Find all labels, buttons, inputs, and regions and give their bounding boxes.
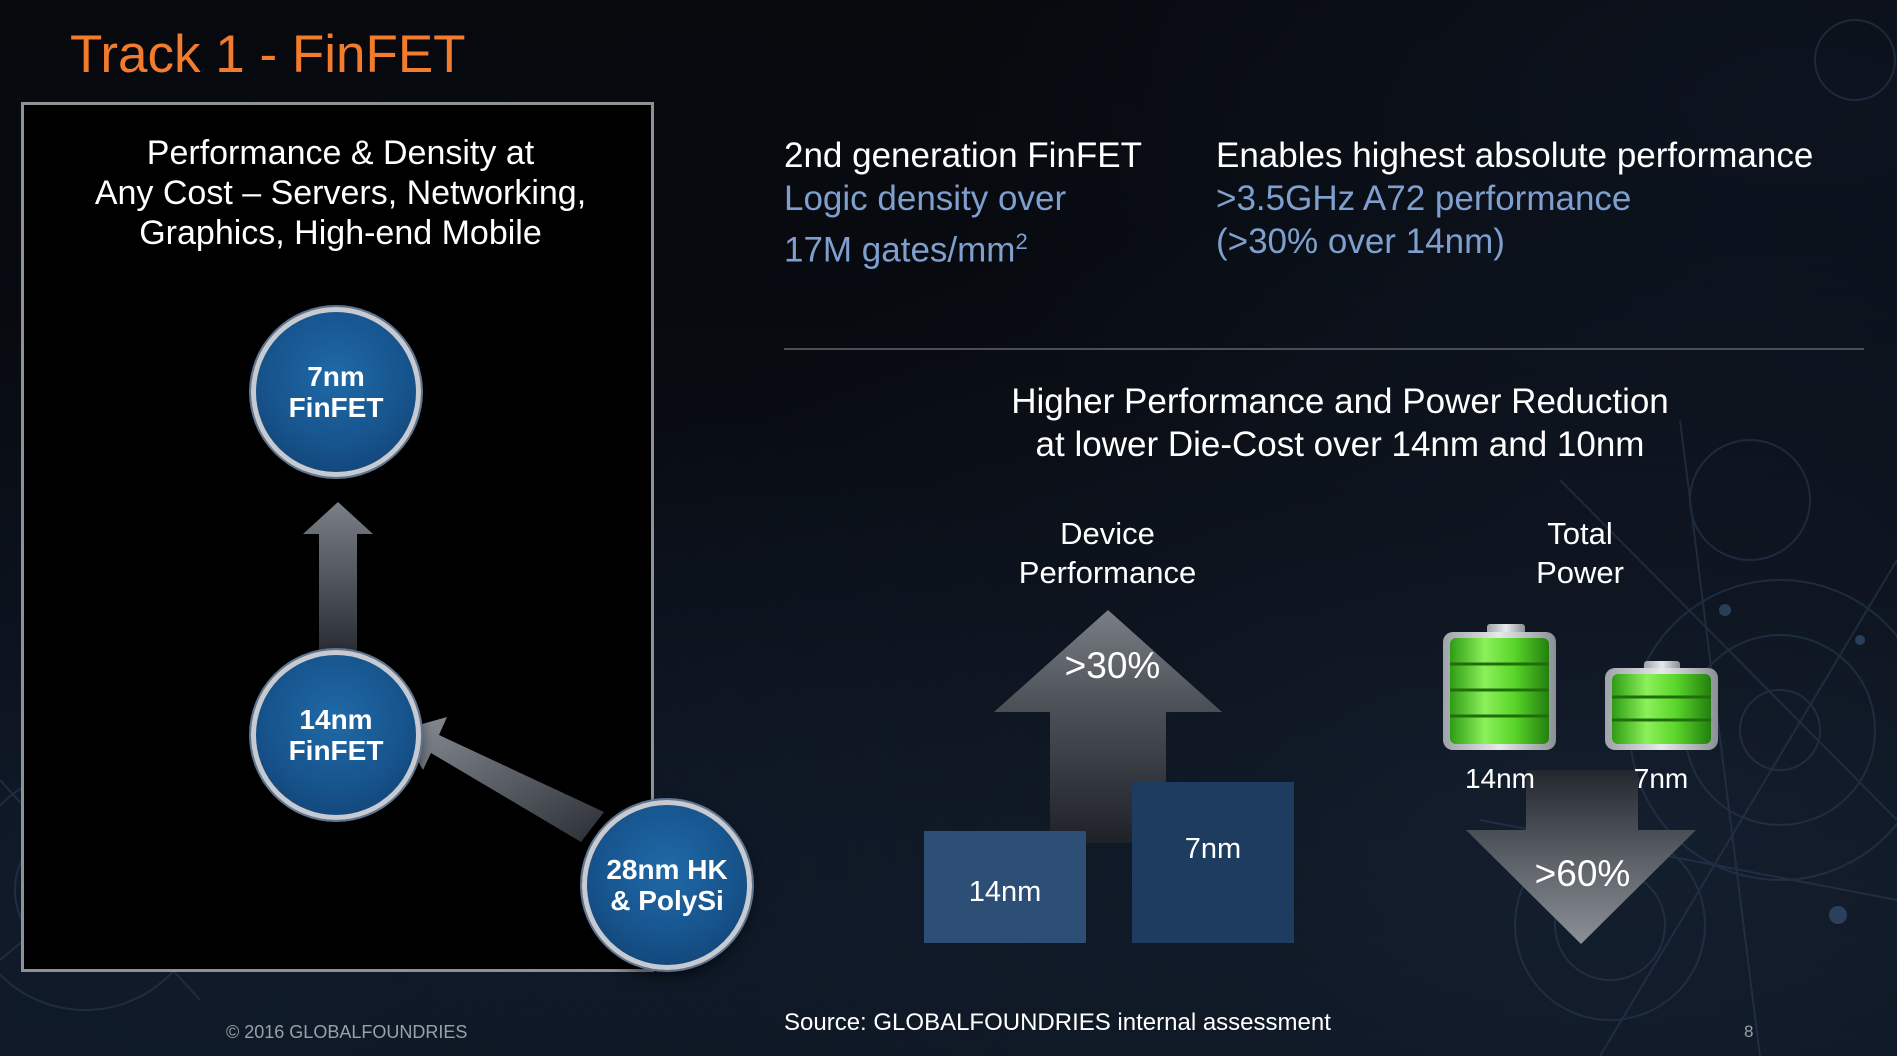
node-28nm-hk-polysi: 28nm HK & PolySi [582, 800, 752, 970]
panel-heading-line: Performance & Density at [146, 134, 535, 172]
node-label: 7nm [307, 361, 365, 392]
total-power-label: Total Power [1500, 514, 1660, 592]
battery-14nm-label: 14nm [1464, 763, 1536, 794]
page-number: 8 [1744, 1022, 1754, 1041]
bar-14nm: 14nm [924, 831, 1086, 943]
density-line1: Logic density over [784, 179, 1067, 218]
performance-stat: Enables highest absolute performance >3.… [1216, 134, 1813, 263]
node-label: 14nm [299, 704, 373, 735]
node-label: FinFET [288, 735, 384, 766]
power-delta: >60% [1534, 853, 1631, 894]
node-label: & PolySi [610, 885, 724, 916]
device-performance-label: Device Performance [980, 514, 1235, 592]
density-line2: 17M gates/mm2 [784, 220, 1142, 272]
section-divider [784, 348, 1864, 350]
battery-14nm-icon [1443, 624, 1556, 750]
bar-label: 7nm [1184, 833, 1242, 865]
device-performance-label-line: Device [1060, 516, 1155, 551]
comparison-heading: Higher Performance and Power Reduction a… [830, 380, 1850, 466]
performance-delta: >30% [1064, 645, 1161, 686]
density-stat: 2nd generation FinFET Logic density over… [784, 134, 1142, 272]
panel-heading-line: Graphics, High-end Mobile [139, 214, 542, 252]
device-performance-label-line: Performance [1018, 555, 1197, 590]
upgrade-arrow-up [303, 502, 373, 650]
slide-title: Track 1 - FinFET [70, 25, 466, 84]
node-label: FinFET [288, 392, 384, 423]
roadmap-arrows [303, 502, 604, 842]
performance-heading: Enables highest absolute performance [1216, 136, 1814, 175]
copyright: © 2016 GLOBALFOUNDRIES [226, 1022, 468, 1042]
bar-label: 14nm [968, 875, 1042, 908]
performance-line2: (>30% over 14nm) [1216, 222, 1505, 261]
density-heading: 2nd generation FinFET [784, 136, 1142, 175]
density-value: 17M gates/mm [784, 230, 1016, 270]
node-label: 28nm HK [606, 854, 728, 885]
node-14nm-finfet: 14nm FinFET [251, 650, 421, 820]
roadmap-panel: Performance & Density at Any Cost – Serv… [21, 102, 752, 972]
comparison-heading-line: Higher Performance and Power Reduction [1011, 382, 1669, 421]
battery-7nm-label: 7nm [1633, 763, 1689, 794]
performance-line1: >3.5GHz A72 performance [1216, 179, 1632, 218]
source-note: Source: GLOBALFOUNDRIES internal assessm… [784, 1009, 1331, 1036]
battery-7nm-icon [1605, 661, 1718, 750]
total-power-label-line: Power [1536, 555, 1624, 590]
panel-heading-line: Any Cost – Servers, Networking, [94, 174, 587, 212]
bar-7nm: 7nm [1132, 782, 1294, 943]
power-down-arrow [1466, 770, 1696, 944]
panel-heading: Performance & Density at Any Cost – Serv… [24, 133, 657, 253]
density-superscript: 2 [1015, 229, 1028, 254]
total-power-label-line: Total [1547, 516, 1613, 551]
comparison-heading-line: at lower Die-Cost over 14nm and 10nm [1035, 425, 1645, 464]
upgrade-arrow-diagonal [401, 717, 604, 842]
node-7nm-finfet: 7nm FinFET [251, 307, 421, 477]
